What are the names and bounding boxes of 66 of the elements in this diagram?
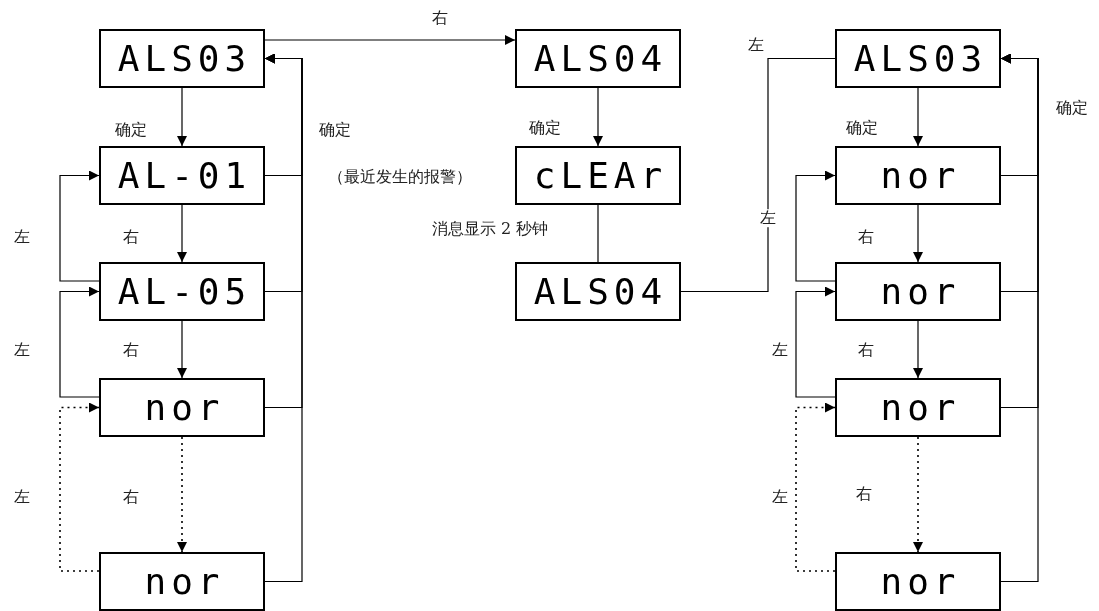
edge-label: 右 [122, 341, 140, 359]
arrow [59, 170, 100, 282]
display-box [99, 29, 265, 88]
display-text: AL-05 [116, 273, 252, 310]
edge-label: 左 [759, 209, 777, 227]
edge-label: 确定 [114, 121, 148, 139]
display-box [835, 29, 1001, 88]
edge-label: 右 [857, 341, 875, 359]
edge-label: 左 [771, 341, 789, 359]
display-box [99, 552, 265, 611]
edge-label: 右 [122, 488, 140, 506]
arrow [795, 286, 836, 398]
display-text: nor [879, 389, 961, 426]
arrow [593, 87, 603, 147]
display-text: cLEAr [532, 157, 668, 194]
display-box [835, 378, 1001, 437]
display-box [835, 552, 1001, 611]
display-text: AL-01 [116, 157, 252, 194]
arrow [59, 286, 100, 398]
arrow [177, 320, 187, 379]
display-box [515, 29, 681, 88]
edge-label: 左 [771, 488, 789, 506]
edge-label: 确定 [1055, 99, 1089, 117]
arrow [795, 170, 836, 282]
edge-label: 确定 [318, 121, 352, 139]
edge-label: 右 [857, 228, 875, 246]
arrow [913, 436, 923, 553]
arrow [913, 204, 923, 263]
display-text: ALS04 [532, 273, 668, 310]
edge-label: 右 [122, 228, 140, 246]
edge-label: 右 [431, 9, 449, 27]
display-box [515, 146, 681, 205]
arrow [913, 320, 923, 379]
edge-label: 左 [13, 488, 31, 506]
display-box [835, 146, 1001, 205]
connector-line [680, 57, 836, 293]
arrow [913, 87, 923, 147]
edge-label: 右 [855, 485, 873, 503]
arrow [177, 87, 187, 147]
arrow [264, 35, 516, 45]
display-text: nor [879, 273, 961, 310]
edge-label: 确定 [528, 119, 562, 137]
edge-label: 左 [13, 341, 31, 359]
display-text: ALS04 [532, 40, 668, 77]
arrow [177, 204, 187, 263]
display-text: nor [879, 563, 961, 600]
arrow [1000, 53, 1039, 583]
display-box [99, 146, 265, 205]
display-text: nor [143, 563, 225, 600]
display-box [515, 262, 681, 321]
arrow [59, 402, 100, 572]
edge-label: 左 [13, 228, 31, 246]
arrow [264, 53, 303, 583]
edge-label: 消息显示 2 秒钟 [430, 220, 550, 238]
display-text: ALS03 [852, 40, 988, 77]
display-box [99, 378, 265, 437]
display-box [835, 262, 1001, 321]
display-text: ALS03 [116, 40, 252, 77]
edge-label: 左 [747, 36, 765, 54]
display-box [99, 262, 265, 321]
arrow [795, 402, 836, 572]
display-text: nor [143, 389, 225, 426]
edge-label: 确定 [845, 119, 879, 137]
display-text: nor [879, 157, 961, 194]
connector-line [597, 204, 599, 263]
arrow [177, 436, 187, 553]
